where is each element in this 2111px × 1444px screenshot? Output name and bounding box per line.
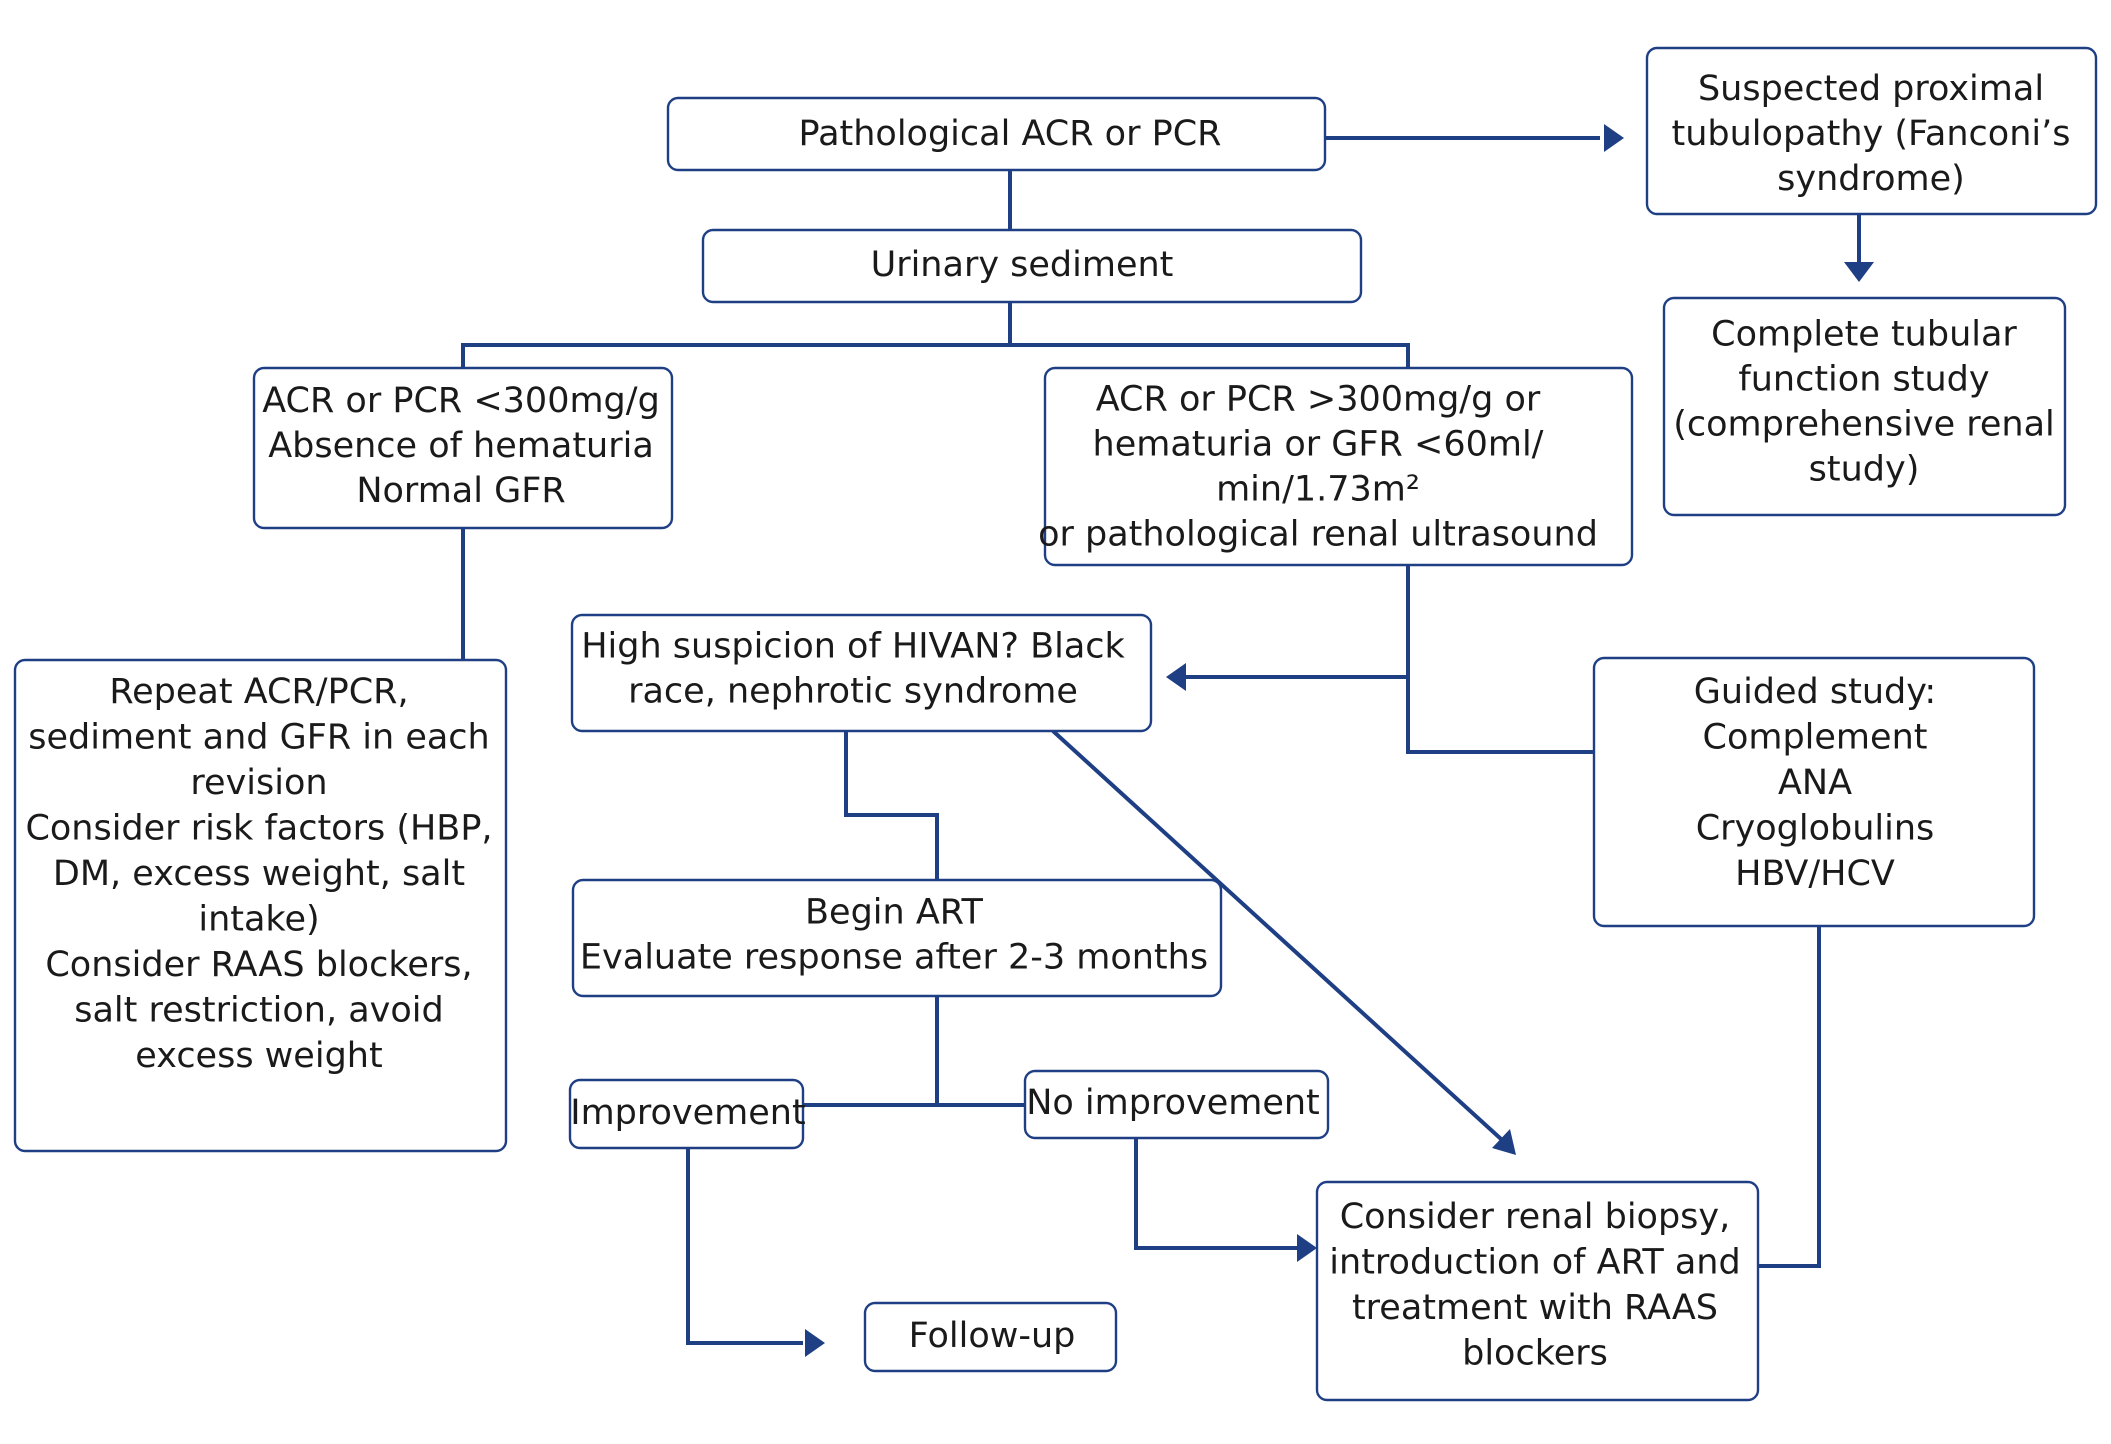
edge-high-to-guided [1406,565,1594,754]
node-urinary-sediment: Urinary sediment [701,228,1363,304]
edge-hivan-to-biopsy [1051,729,1503,1141]
node-tubular-function-study-line-1: Complete tubular [1711,315,2017,355]
node-repeat-and-consider-line-4: Consider risk factors (HBP, [25,809,492,849]
node-urinary-sediment-line-1: Urinary sediment [871,245,1174,285]
node-follow-up-line-1: Follow-up [909,1316,1076,1356]
node-high-acr-pcr: ACR or PCR >300mg/g or hematuria or GFR <… [1038,366,1634,567]
arrowhead-to-biopsy-diagonal [1492,1129,1516,1155]
node-begin-art: Begin ART Evaluate response after 2-3 mon… [571,878,1223,998]
node-fanconi-suspected-line-1: Suspected proximal [1698,69,2044,109]
node-improvement: Improvement [568,1078,806,1150]
node-tubular-function-study-line-2: function study [1738,360,1989,400]
node-tubular-function-study: Complete tubular function study (comprehen… [1662,296,2067,517]
connectors [461,124,1874,1357]
edge-guided-to-biopsy [1758,926,1821,1268]
edge-no-improvement-to-biopsy [1134,1138,1297,1250]
edge-hivan-to-art [844,731,939,880]
node-improvement-line-1: Improvement [570,1093,805,1133]
node-guided-study-line-2: Complement [1703,718,1928,758]
node-no-improvement: No improvement [1023,1069,1330,1140]
node-repeat-and-consider-line-2: sediment and GFR in each [28,718,489,758]
node-repeat-and-consider-line-8: salt restriction, avoid [74,991,444,1031]
arrowhead-to-fanconi [1604,124,1624,152]
node-high-acr-pcr-line-1: ACR or PCR >300mg/g or [1096,380,1541,420]
node-repeat-and-consider-line-7: Consider RAAS blockers, [45,945,472,985]
node-fanconi-suspected-line-2: tubulopathy (Fanconi’s [1672,114,2071,154]
node-hivan-suspicion-line-1: High suspicion of HIVAN? Black [581,627,1125,667]
node-consider-biopsy-line-1: Consider renal biopsy, [1340,1197,1731,1237]
node-hivan-suspicion-line-2: race, nephrotic syndrome [628,672,1078,712]
node-high-acr-pcr-line-4: or pathological renal ultrasound [1038,515,1598,555]
node-high-acr-pcr-line-2: hematuria or GFR <60ml/ [1093,425,1544,465]
node-repeat-and-consider-line-3: revision [190,763,327,803]
node-guided-study-line-3: ANA [1778,763,1852,803]
node-repeat-and-consider-line-1: Repeat ACR/PCR, [109,672,408,712]
node-begin-art-line-2: Evaluate response after 2-3 months [580,938,1208,978]
node-pathological-acr-pcr-line-1: Pathological ACR or PCR [799,114,1222,154]
node-fanconi-suspected: Suspected proximal tubulopathy (Fanconi’s… [1645,46,2098,216]
node-repeat-and-consider: Repeat ACR/PCR, sediment and GFR in each r… [13,658,508,1153]
node-guided-study-line-1: Guided study: [1694,672,1936,712]
node-fanconi-suspected-line-3: syndrome) [1777,159,1965,199]
node-tubular-function-study-line-3: (comprehensive renal [1673,405,2055,445]
node-repeat-and-consider-line-9: excess weight [135,1036,382,1076]
arrowhead-to-followup [805,1329,825,1357]
node-no-improvement-line-1: No improvement [1026,1083,1320,1123]
node-repeat-and-consider-line-5: DM, excess weight, salt [53,854,465,894]
node-high-acr-pcr-line-3: min/1.73m² [1216,470,1420,510]
arrowhead-to-hivan [1166,663,1186,691]
node-repeat-and-consider-line-6: intake) [198,900,319,940]
edge-split-branches [461,343,1410,368]
arrowhead-to-tubular [1844,262,1874,282]
node-low-acr-pcr-line-2: Absence of hematuria [268,426,654,466]
node-low-acr-pcr-line-1: ACR or PCR <300mg/g [262,381,660,421]
node-follow-up: Follow-up [863,1301,1118,1373]
node-tubular-function-study-line-4: study) [1809,450,1920,490]
node-guided-study-line-4: Cryoglobulins [1696,809,1935,849]
edge-art-to-outcomes [803,996,939,1107]
node-begin-art-line-1: Begin ART [805,893,984,933]
node-consider-biopsy: Consider renal biopsy, introduction of AR… [1315,1180,1760,1402]
node-consider-biopsy-line-2: introduction of ART and [1329,1242,1740,1282]
node-hivan-suspicion: High suspicion of HIVAN? Black race, neph… [570,613,1153,733]
node-low-acr-pcr-line-3: Normal GFR [356,471,565,511]
node-guided-study-line-5: HBV/HCV [1735,854,1895,894]
node-pathological-acr-pcr: Pathological ACR or PCR [666,96,1327,172]
node-consider-biopsy-line-3: treatment with RAAS [1352,1288,1718,1328]
node-consider-biopsy-line-4: blockers [1462,1333,1608,1373]
edge-improvement-to-followup [686,1148,803,1345]
arrowhead-to-biopsy [1297,1234,1317,1262]
